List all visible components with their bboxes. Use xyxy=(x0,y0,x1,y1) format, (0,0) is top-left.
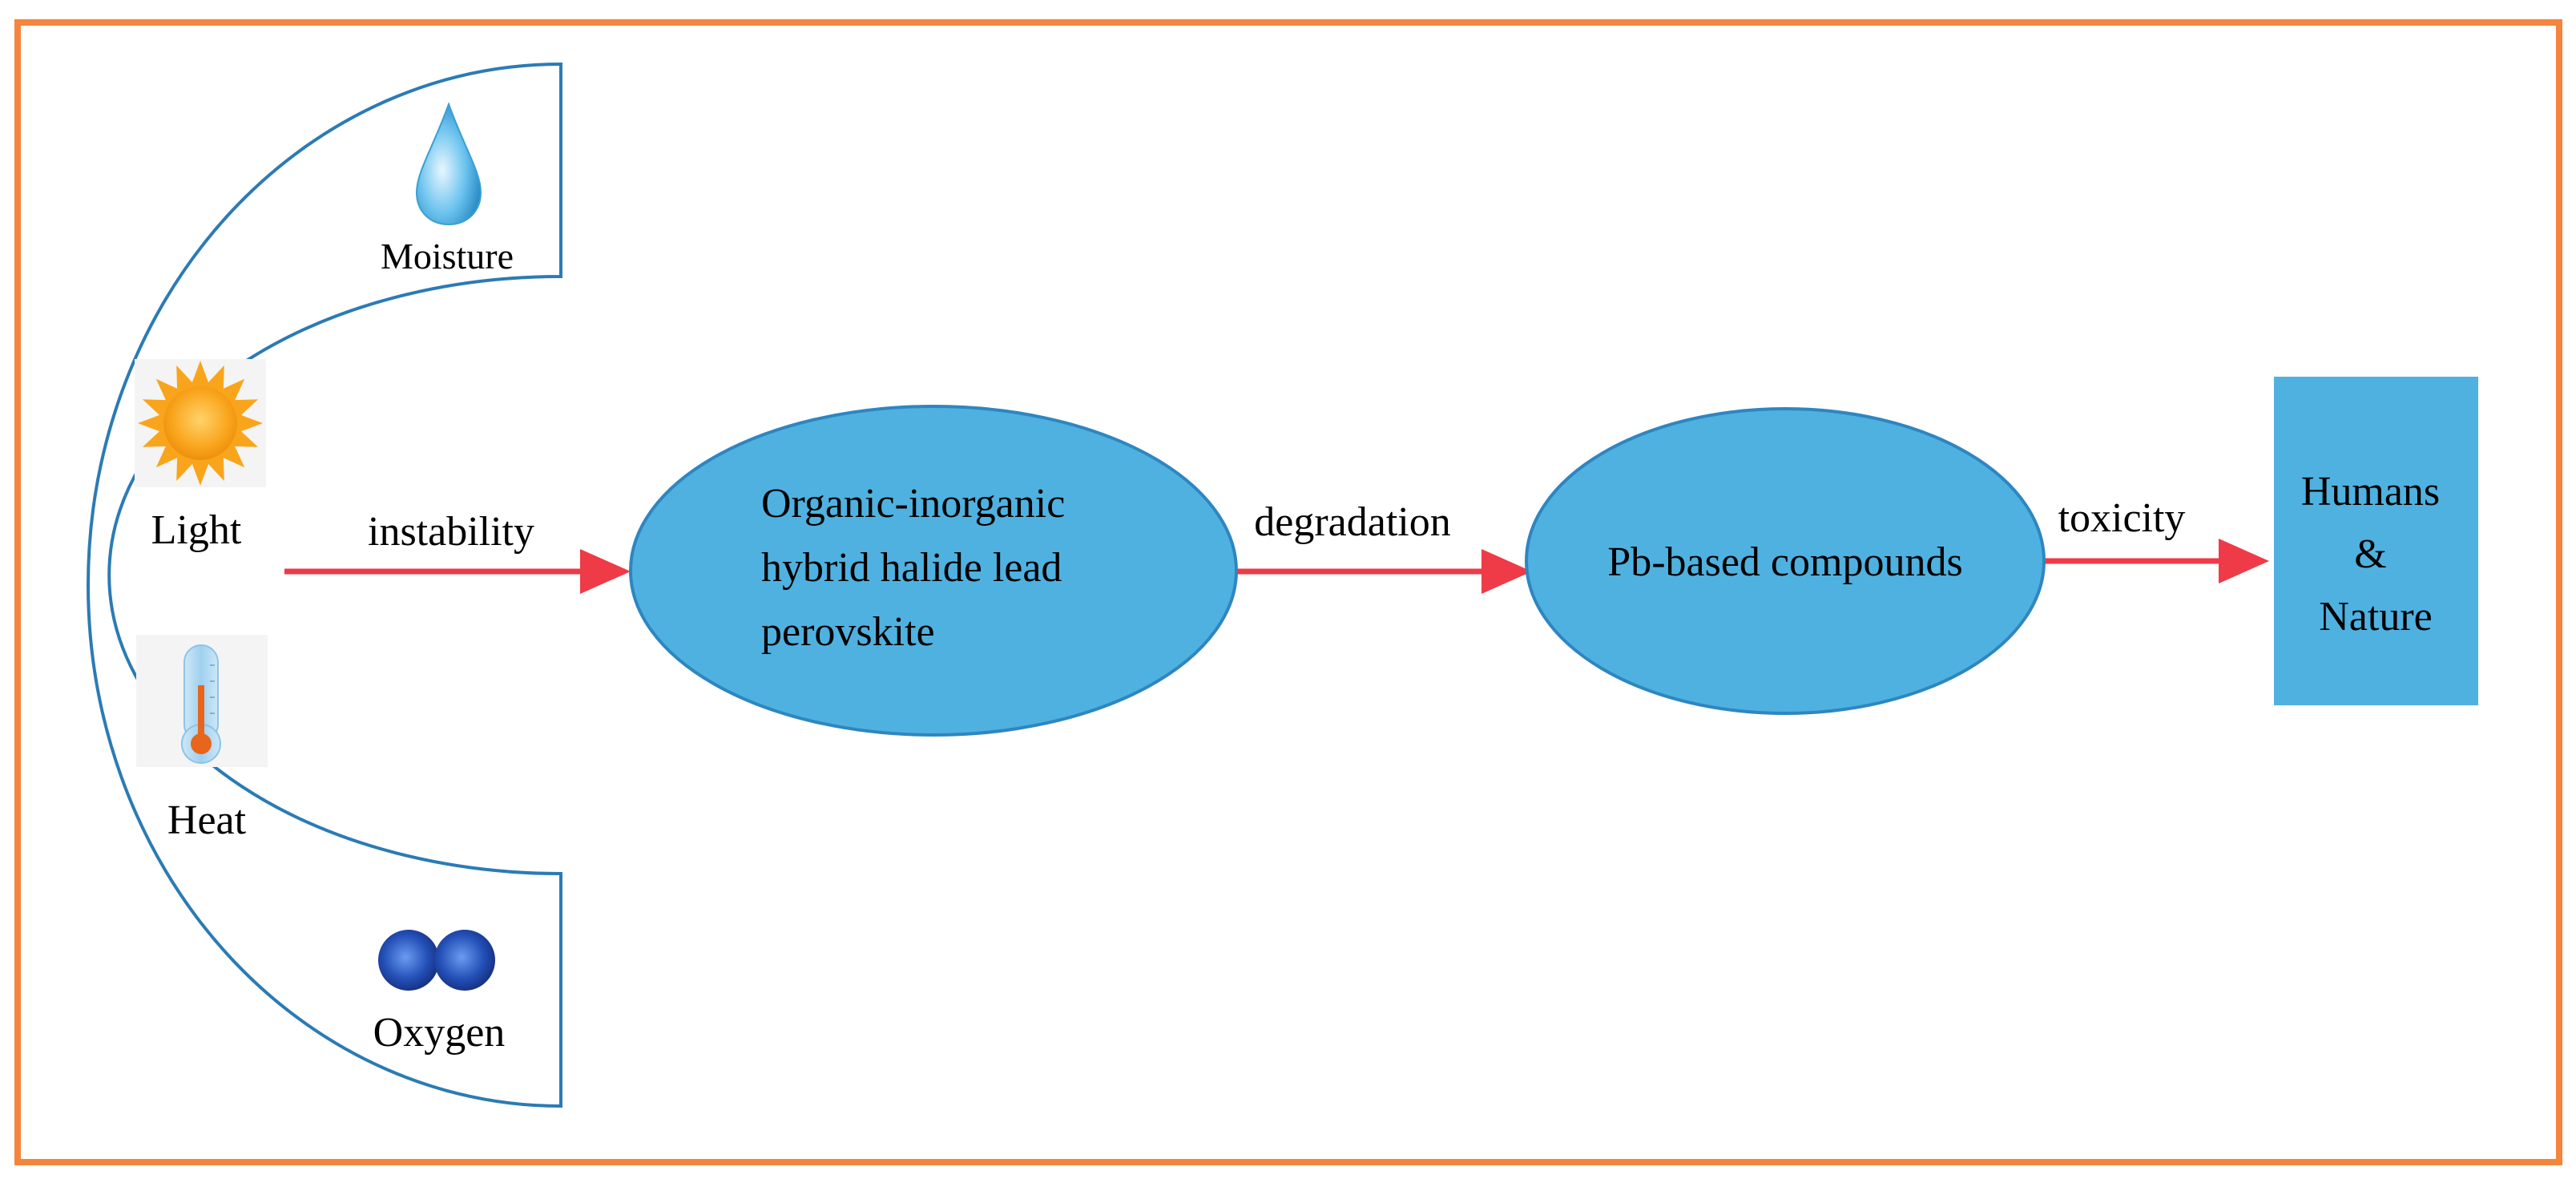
humans-nature-label-line: Nature xyxy=(2319,594,2432,640)
thermometer-icon xyxy=(181,644,221,764)
pb-compounds-label: Pb-based compounds xyxy=(1607,539,1962,585)
oxygen-factor: Oxygen xyxy=(373,930,506,1056)
humans-nature-label: Humans & Nature xyxy=(2301,469,2450,640)
heat-factor: Heat xyxy=(136,635,268,843)
perovskite-label-line: hybrid halide lead xyxy=(761,545,1062,591)
oxygen-molecule-icon xyxy=(378,930,495,991)
sun-icon xyxy=(138,361,263,486)
moisture-factor: Moisture xyxy=(381,102,514,277)
moisture-label: Moisture xyxy=(381,236,514,277)
humans-nature-node: Humans & Nature xyxy=(2274,377,2478,705)
oxygen-label: Oxygen xyxy=(373,1010,506,1056)
toxicity-label: toxicity xyxy=(2058,495,2186,541)
perovskite-label-line: perovskite xyxy=(761,609,935,655)
degradation-label: degradation xyxy=(1254,499,1450,545)
perovskite-node: Organic-inorganic hybrid halide lead per… xyxy=(629,405,1238,737)
humans-nature-label-line: & xyxy=(2354,531,2386,577)
instability-label: instability xyxy=(368,509,534,555)
pb-compounds-node: Pb-based compounds xyxy=(1525,407,2046,715)
humans-nature-label-line: Humans xyxy=(2301,469,2440,515)
outer-frame xyxy=(14,19,2562,1165)
light-factor: Light xyxy=(135,359,266,553)
water-drop-icon xyxy=(415,102,482,226)
light-label: Light xyxy=(151,507,242,553)
heat-label: Heat xyxy=(167,797,247,843)
perovskite-label: Organic-inorganic hybrid halide lead per… xyxy=(761,481,1075,655)
perovskite-label-line: Organic-inorganic xyxy=(761,481,1065,527)
